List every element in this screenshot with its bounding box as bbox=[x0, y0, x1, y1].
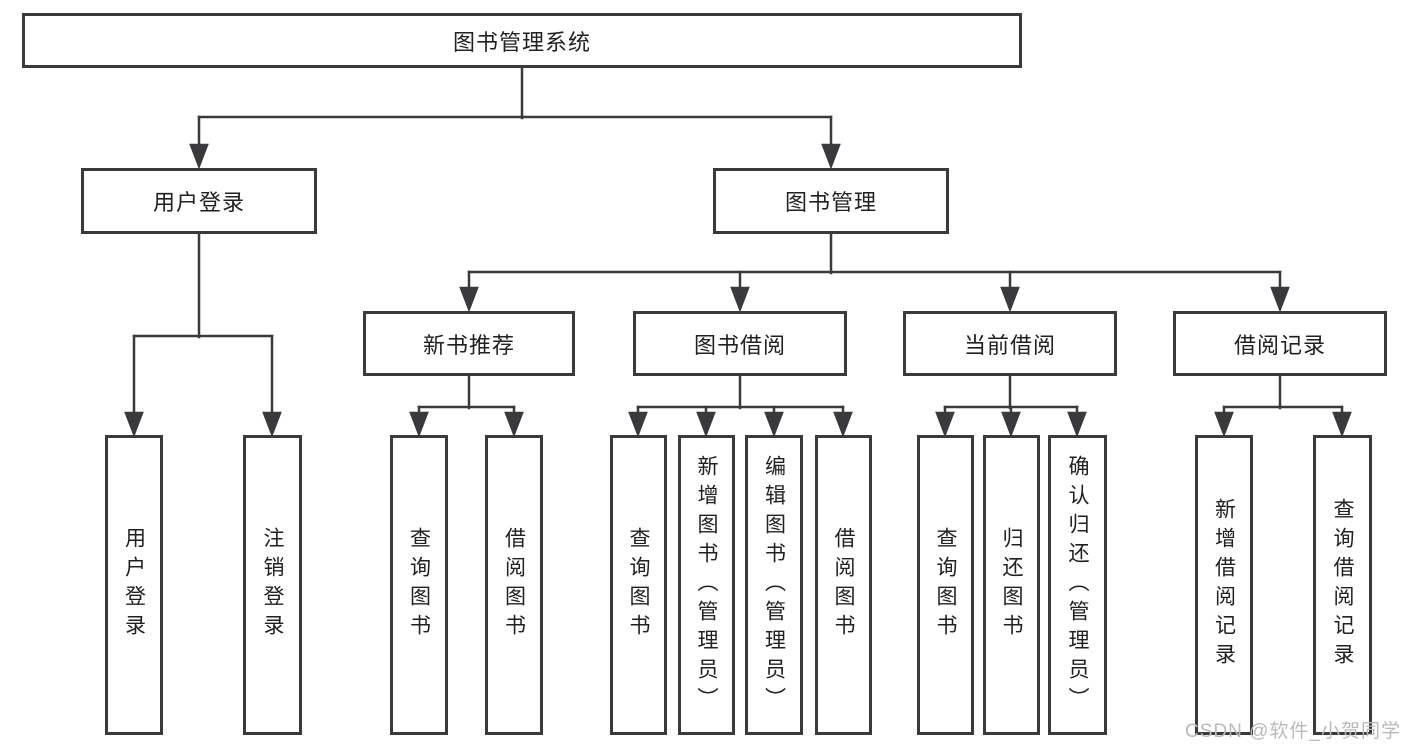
leaf-query-books: 查询图书 bbox=[390, 435, 448, 735]
node-label: 图书管理系统 bbox=[452, 29, 591, 55]
leaf-logout: 注销登录 bbox=[243, 435, 302, 735]
node-label: 当前借阅 bbox=[963, 332, 1056, 358]
node-label: 图书借阅 bbox=[693, 332, 786, 358]
node-book-borrowing: 图书借阅 bbox=[633, 311, 847, 376]
node-label: 用户登录 bbox=[152, 190, 245, 215]
leaf-query-books: 查询图书 bbox=[610, 435, 667, 735]
node-label: 用户登录 bbox=[122, 527, 146, 643]
leaf-add-borrow-record: 新增借阅记录 bbox=[1195, 435, 1253, 735]
node-user-login: 用户登录 bbox=[81, 168, 317, 234]
leaf-edit-books-admin: 编辑图书（管理员） bbox=[745, 435, 803, 735]
leaf-query-borrow-record: 查询借阅记录 bbox=[1313, 435, 1372, 735]
leaf-borrow-books: 借阅图书 bbox=[485, 435, 543, 735]
csdn-watermark: CSDN @软件_小贺同学 bbox=[1185, 721, 1401, 742]
leaf-query-books: 查询图书 bbox=[917, 435, 974, 735]
node-label: 新书推荐 bbox=[422, 332, 515, 358]
node-label: 查询借阅记录 bbox=[1331, 498, 1354, 672]
node-label: 新增图书（管理员） bbox=[695, 454, 718, 716]
node-book-management: 图书管理 bbox=[713, 168, 949, 234]
leaf-user-login: 用户登录 bbox=[105, 435, 163, 735]
node-label: 确认归还（管理员） bbox=[1066, 454, 1089, 716]
leaf-return-books: 归还图书 bbox=[983, 435, 1040, 735]
leaf-confirm-return-admin: 确认归还（管理员） bbox=[1048, 435, 1107, 735]
node-label: 编辑图书（管理员） bbox=[762, 454, 786, 716]
node-new-book-recommend: 新书推荐 bbox=[363, 311, 575, 376]
node-current-borrowing: 当前借阅 bbox=[903, 311, 1117, 376]
node-label: 查询图书 bbox=[627, 527, 650, 643]
node-label: 归还图书 bbox=[1000, 527, 1023, 643]
node-library-management-system: 图书管理系统 bbox=[22, 13, 1022, 68]
node-label: 借阅记录 bbox=[1233, 332, 1326, 358]
leaf-add-books-admin: 新增图书（管理员） bbox=[678, 435, 735, 735]
node-borrowing-records: 借阅记录 bbox=[1173, 311, 1387, 376]
leaf-borrow-books: 借阅图书 bbox=[815, 435, 872, 735]
node-label: 注销登录 bbox=[261, 527, 284, 643]
node-label: 查询图书 bbox=[934, 527, 957, 643]
node-label: 借阅图书 bbox=[502, 527, 526, 643]
node-label: 图书管理 bbox=[784, 190, 877, 215]
node-label: 查询图书 bbox=[407, 527, 431, 643]
node-label: 新增借阅记录 bbox=[1212, 498, 1236, 672]
node-label: 借阅图书 bbox=[832, 527, 855, 643]
